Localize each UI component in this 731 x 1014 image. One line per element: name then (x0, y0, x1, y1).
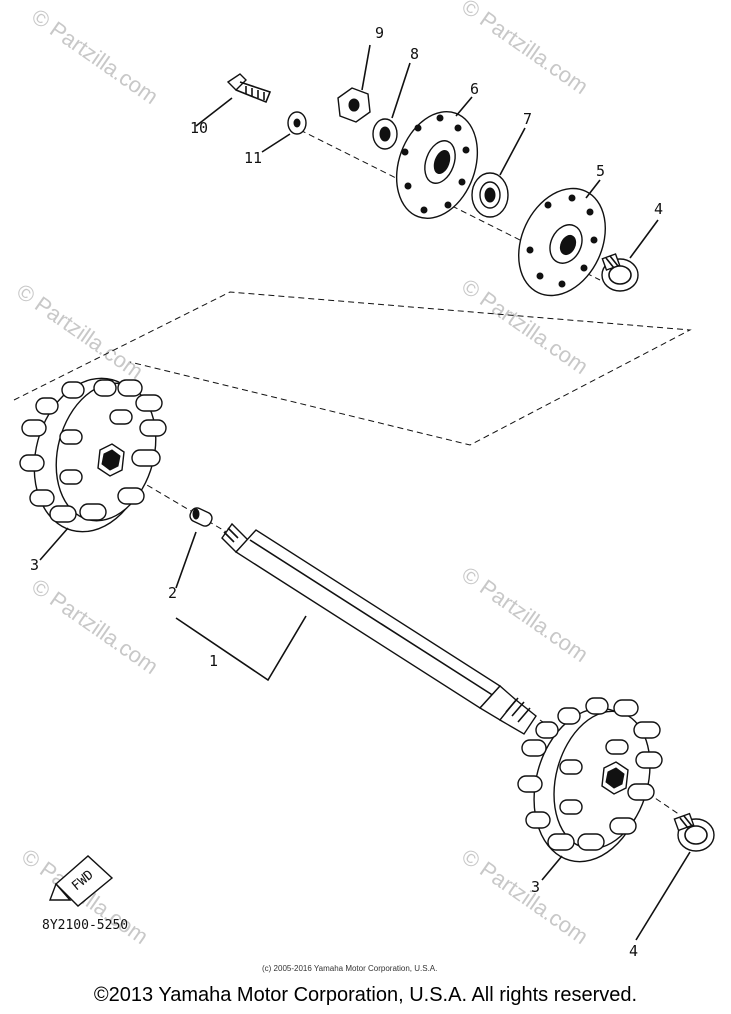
callout-5: 5 (596, 162, 605, 180)
callout-11: 11 (244, 149, 262, 167)
watermark: © Partzilla.com (27, 4, 163, 110)
callout-4-lower: 4 (629, 942, 638, 960)
callout-6: 6 (470, 80, 479, 98)
callout-7: 7 (523, 110, 532, 128)
part-code: 8Y2100-5250 (42, 918, 128, 933)
washer-part-11 (261, 111, 307, 153)
watermark: © Partzilla.com (27, 574, 163, 680)
hub-plate-part-5 (518, 179, 606, 297)
sprocket-part-3-upper (19, 377, 167, 561)
small-copyright: (c) 2005-2016 Yamaha Motor Corporation, … (262, 964, 437, 973)
shaft-part-1 (175, 522, 537, 735)
callout-3-lower: 3 (531, 878, 540, 896)
bearing-part-7 (471, 127, 526, 218)
copyright-footer: ©2013 Yamaha Motor Corporation, U.S.A. A… (93, 984, 638, 1006)
callout-1: 1 (209, 652, 218, 670)
clamp-part-4-lower (635, 812, 715, 941)
clamp-part-4-upper (601, 219, 659, 292)
callout-9: 9 (375, 24, 384, 42)
sprocket-part-3-lower (517, 697, 663, 881)
callout-2: 2 (168, 584, 177, 602)
watermark: © Partzilla.com (12, 279, 148, 385)
bolt-part-10 (195, 73, 272, 127)
callout-4-upper: 4 (654, 200, 663, 218)
nut-part-9 (337, 44, 371, 123)
callout-10: 10 (190, 119, 208, 137)
washer-part-8 (372, 62, 411, 150)
key-part-2 (175, 507, 213, 589)
callout-labels: 1 2 3 3 4 4 5 6 7 8 9 10 11 (30, 24, 663, 960)
callout-3-upper: 3 (30, 556, 39, 574)
callout-8: 8 (410, 45, 419, 63)
watermark: © Partzilla.com (457, 562, 593, 668)
hub-flange-part-6 (395, 96, 479, 219)
forward-direction-arrow: FWD (48, 855, 114, 907)
